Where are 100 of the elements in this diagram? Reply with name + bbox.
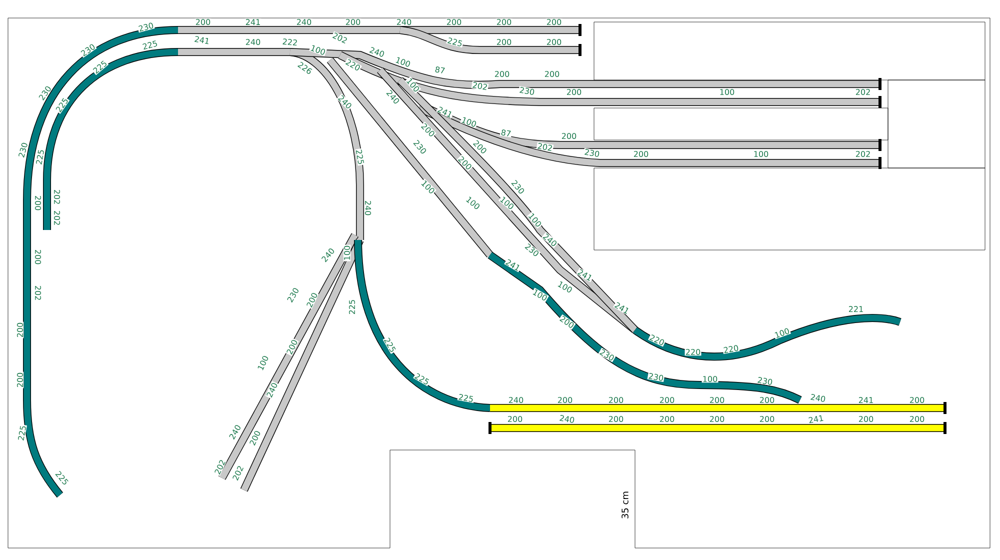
- track-number: 200: [472, 138, 488, 156]
- track-number: 226: [296, 60, 314, 76]
- track-number: 240: [364, 200, 372, 216]
- track-number: 200: [560, 132, 578, 140]
- track-number: 241: [193, 35, 211, 45]
- track-number: 100: [526, 211, 544, 229]
- track-number: 202: [53, 188, 61, 206]
- track-number: 220: [344, 58, 362, 72]
- track-number: 200: [248, 429, 262, 447]
- track-number: 220: [684, 348, 702, 356]
- track-number: 225: [17, 424, 27, 442]
- track-number: 100: [394, 56, 412, 68]
- track-number: 202: [331, 31, 349, 45]
- track-number: 230: [583, 148, 601, 158]
- track-number: 200: [34, 248, 42, 266]
- track-number: 200: [456, 154, 474, 172]
- track-number: 225: [457, 393, 475, 403]
- track-number: 202: [536, 142, 554, 152]
- track-number: 200: [34, 194, 42, 212]
- track-number: 200: [16, 372, 24, 388]
- track-number: 202: [854, 88, 872, 96]
- track-number: 100: [420, 178, 436, 196]
- track-number: 225: [355, 148, 365, 166]
- track-number: 221: [848, 305, 864, 313]
- track-number: 240: [558, 414, 576, 424]
- track-number: 225: [446, 36, 464, 48]
- track-number: 241: [504, 258, 522, 272]
- track-number: 230: [756, 376, 774, 386]
- track-number: 100: [556, 280, 574, 294]
- track-number: 100: [404, 76, 422, 94]
- track-number: 100: [464, 194, 482, 212]
- track-number: 200: [558, 314, 576, 330]
- track-number: 100: [773, 326, 791, 340]
- track-number: 240: [336, 94, 354, 110]
- track-number: 100: [256, 354, 270, 372]
- track-number: 241: [858, 396, 874, 404]
- track-number: 200: [658, 415, 676, 423]
- track-number: 200: [908, 396, 926, 404]
- track-number: 100: [531, 288, 549, 302]
- track-number: 202: [231, 464, 245, 482]
- track-number: 100: [752, 150, 770, 158]
- track-number: 200: [708, 396, 726, 404]
- track-number: 220: [648, 333, 666, 347]
- track-number: 200: [758, 415, 776, 423]
- track-number: 202: [213, 458, 227, 476]
- track-number: 200: [632, 150, 650, 158]
- dimension-label: 35 cm: [621, 490, 629, 520]
- track-number: 230: [523, 242, 541, 258]
- track-number: 240: [508, 396, 524, 404]
- track-number: 200: [544, 70, 560, 78]
- track-number: 87: [500, 128, 512, 138]
- track-number: 240: [368, 46, 386, 58]
- track-number: 240: [809, 393, 827, 403]
- track-number: 200: [758, 396, 776, 404]
- track-number: 200: [496, 38, 512, 46]
- track-number: 230: [17, 141, 29, 159]
- track-number: 225: [54, 469, 70, 487]
- track-number: 100: [702, 375, 718, 383]
- track-number: 225: [35, 148, 45, 166]
- track-number: 230: [79, 42, 97, 58]
- track-number: 240: [384, 88, 402, 106]
- track-number: 87: [434, 65, 446, 75]
- track-number: 200: [908, 415, 926, 423]
- track-number: 200: [494, 70, 510, 78]
- track-number: 222: [282, 38, 299, 46]
- track-number: 200: [506, 415, 524, 423]
- track-number: 230: [412, 138, 428, 156]
- track-number: 200: [305, 291, 319, 309]
- track-number: 202: [854, 150, 872, 158]
- track-number: 241: [613, 300, 631, 316]
- track-number: 225: [91, 58, 109, 76]
- track-number: 200: [546, 38, 562, 46]
- track-number: 202: [53, 210, 61, 226]
- track-number: 240: [265, 381, 279, 399]
- track-number: 200: [708, 415, 726, 423]
- track-number: 225: [348, 298, 356, 316]
- track-number: 200: [285, 338, 299, 356]
- track-number: 202: [471, 81, 489, 91]
- track-number: 200: [420, 122, 436, 138]
- track-number: 100: [498, 194, 516, 212]
- track-number: 240: [244, 38, 262, 46]
- track-number: 100: [309, 44, 327, 56]
- track-number: 200: [608, 415, 624, 423]
- track-number: 241: [576, 268, 594, 282]
- track-number: 225: [141, 39, 159, 51]
- track-number: 100: [460, 116, 478, 128]
- track-number: 230: [598, 348, 616, 362]
- track-number: 241: [436, 105, 454, 119]
- track-number: 200: [16, 322, 24, 338]
- track-number: 200: [658, 396, 676, 404]
- track-number: 225: [413, 372, 431, 386]
- track-number: 200: [566, 88, 582, 96]
- track-number: 230: [647, 372, 665, 382]
- track-number: 230: [510, 178, 526, 196]
- track-number: 100: [718, 88, 736, 96]
- track-number: 202: [34, 284, 42, 302]
- track-number: 200: [556, 396, 574, 404]
- track-number: 240: [541, 232, 559, 248]
- track-number: 220: [722, 344, 740, 354]
- track-number: 200: [858, 415, 874, 423]
